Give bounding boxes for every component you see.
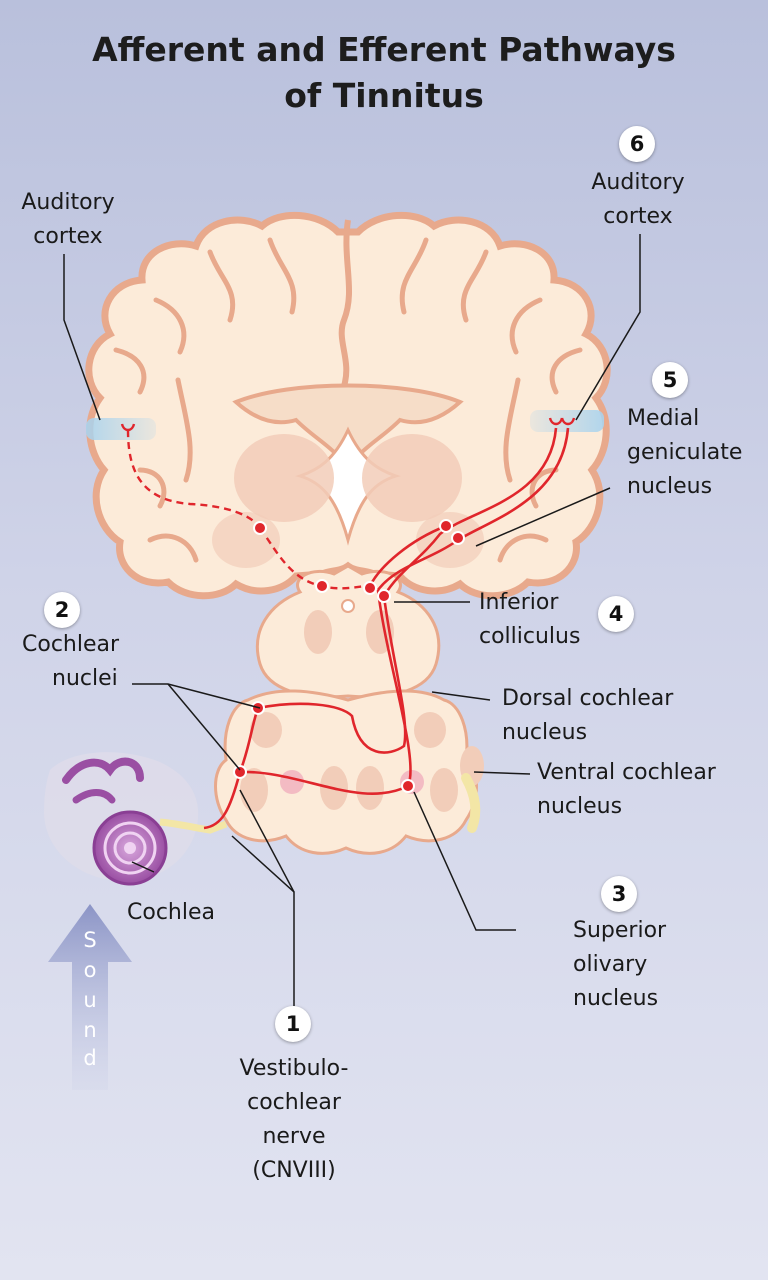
label-line: nerve: [262, 1124, 326, 1149]
sound-letter: u: [83, 988, 97, 1012]
longitudinal-fissure: [338, 219, 352, 387]
label-cochlea: Cochlea: [127, 900, 215, 925]
label-line: Auditory: [591, 170, 685, 195]
left-auditory-cortex-highlight: [86, 418, 156, 440]
label-line: nuclei: [52, 666, 118, 691]
brainstem-nuclei: [240, 712, 484, 812]
left-thalamus: [234, 434, 334, 522]
step-number-5: 5: [652, 362, 688, 398]
cochlear-nerve: [159, 818, 228, 834]
label-line: Cochlear: [22, 632, 120, 657]
label-line: cortex: [603, 204, 673, 229]
sound-arrow: [48, 904, 132, 1090]
label-line: Dorsal cochlear: [502, 686, 674, 711]
label-vestibulocochlear-nerve: Vestibulo- cochlear nerve (CNVIII): [224, 1052, 364, 1188]
label-line: cochlear: [247, 1090, 341, 1115]
label-line: nucleus: [627, 474, 713, 499]
midbrain-nucleus-left: [304, 610, 332, 654]
step-number-4: 4: [598, 596, 634, 632]
step-number-3: 3: [601, 876, 637, 912]
label-line: Auditory: [21, 190, 115, 215]
label-cochlear-nuclei: Cochlear nuclei: [22, 628, 119, 696]
label-line: Inferior: [479, 590, 559, 615]
cerebral-aqueduct: [341, 599, 355, 613]
label-line: geniculate: [627, 440, 743, 465]
label-line: Vestibulo-: [239, 1056, 349, 1081]
label-auditory-cortex-right: Auditory cortex: [580, 166, 696, 234]
sound-letter: d: [83, 1046, 97, 1070]
cortex-terminals: [120, 417, 576, 432]
step-number-1: 1: [275, 1006, 311, 1042]
label-line: (CNVIII): [252, 1158, 336, 1183]
step-number-6: 6: [619, 126, 655, 162]
label-line: nucleus: [537, 794, 623, 819]
label-inferior-colliculus: Inferior colliculus: [479, 586, 580, 654]
step-number-2: 2: [44, 592, 80, 628]
cochlea-inner-ear: [44, 752, 228, 886]
label-line: Superior: [573, 918, 667, 943]
left-basal-nucleus: [212, 512, 280, 568]
label-line: Medial: [627, 406, 700, 431]
label-line: nucleus: [502, 720, 588, 745]
midbrain-section: [255, 564, 441, 699]
label-medial-geniculate-nucleus: Medial geniculate nucleus: [627, 402, 742, 504]
label-ventral-cochlear-nucleus: Ventral cochlear nucleus: [537, 756, 716, 824]
leader-lines: [63, 234, 641, 1006]
label-superior-olivary-nucleus: Superior olivary nucleus: [573, 914, 666, 1016]
label-line: nucleus: [573, 986, 659, 1011]
gyri-folds: [113, 237, 583, 563]
right-thalamus: [362, 434, 462, 522]
label-auditory-cortex-left: Auditory cortex: [12, 186, 124, 254]
right-nerve-root: [461, 773, 481, 833]
diagram-title-line-1: Afferent and Efferent Pathways: [92, 30, 676, 69]
label-line: colliculus: [479, 624, 581, 649]
label-dorsal-cochlear-nucleus: Dorsal cochlear nucleus: [502, 682, 673, 750]
synapses: [233, 519, 465, 793]
sound-letter: S: [83, 928, 97, 952]
label-line: cortex: [33, 224, 103, 249]
label-line: Ventral cochlear: [537, 760, 716, 785]
sound-letter: n: [83, 1018, 97, 1042]
right-auditory-cortex-highlight: [530, 410, 604, 432]
sound-letter: o: [83, 958, 97, 982]
diagram-title-line-2: of Tinnitus: [284, 76, 484, 115]
brain-coronal-section: [85, 211, 611, 600]
label-line: olivary: [573, 952, 648, 977]
